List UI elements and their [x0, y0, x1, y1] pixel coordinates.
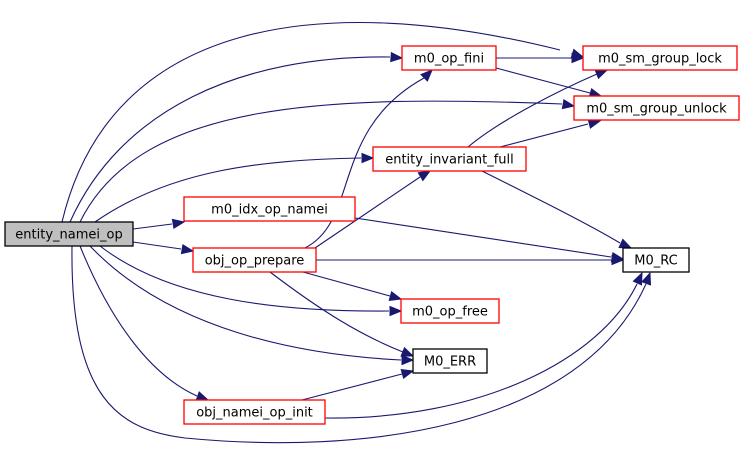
arrowhead-icon [571, 52, 585, 64]
edge-line [132, 241, 182, 250]
node-label: m0_sm_group_unlock [586, 102, 727, 117]
arrowhead-icon [171, 218, 186, 230]
edge-line [79, 245, 198, 397]
edge-entity_namei_op-to-m0_sm_group_unlock [79, 98, 576, 223]
node-m0_op_free[interactable]: m0_op_free [400, 298, 500, 324]
edge-line [302, 271, 391, 297]
edge-entity_namei_op-to-M0_ERR [89, 245, 415, 366]
arrowhead-icon [561, 98, 576, 110]
arrowhead-icon [400, 369, 415, 380]
edge-line [467, 73, 598, 148]
edge-entity_namei_op-to-m0_sm_group_lock [61, 22, 585, 223]
node-label: m0_sm_group_lock [598, 52, 722, 67]
arrowhead-icon [417, 170, 432, 182]
edge-m0_idx_op_namei-to-M0_RC [354, 217, 625, 263]
edge-line [495, 67, 591, 94]
edge-entity_namei_op-to-obj_namei_op_init [79, 245, 210, 402]
arrowhead-icon [641, 271, 652, 286]
node-box [573, 95, 740, 121]
arrowhead-icon [361, 152, 375, 164]
node-entity_invariant_full[interactable]: entity_invariant_full [372, 146, 527, 172]
edge-entity_namei_op-to-m0_idx_op_namei [132, 218, 186, 230]
node-label: obj_op_prepare [205, 254, 305, 269]
edge-line [132, 223, 173, 230]
edge-obj_op_prepare-to-m0_op_fini [304, 69, 433, 249]
edges-layer [61, 22, 652, 444]
node-M0_RC[interactable]: M0_RC [622, 247, 690, 273]
edge-obj_op_prepare-to-M0_RC [316, 254, 625, 266]
nodes-layer: entity_namei_op m0_op_fini m0_sm_group_loc… [4, 45, 740, 425]
node-label: entity_namei_op [15, 228, 122, 243]
edge-line [99, 245, 390, 312]
arrowhead-icon [195, 391, 210, 402]
edge-line [269, 271, 404, 353]
node-M0_ERR[interactable]: M0_ERR [412, 348, 488, 374]
edge-line [354, 217, 612, 258]
node-box [4, 221, 134, 247]
edge-entity_namei_op-to-entity_invariant_full [94, 152, 375, 223]
arrowhead-icon [611, 254, 625, 266]
node-label: m0_idx_op_namei [211, 203, 328, 218]
node-box [412, 348, 488, 374]
edge-line [301, 373, 403, 401]
node-box [401, 45, 497, 71]
arrowhead-icon [594, 69, 609, 80]
node-label: M0_ERR [424, 355, 476, 370]
edge-line [314, 176, 421, 249]
arrowhead-icon [390, 51, 404, 63]
edge-line [304, 77, 425, 249]
node-m0_idx_op_namei[interactable]: m0_idx_op_namei [183, 196, 356, 222]
edge-line [61, 22, 561, 223]
node-label: m0_op_fini [414, 52, 484, 67]
node-box [582, 45, 738, 71]
edge-line [481, 170, 621, 244]
edge-obj_op_prepare-to-entity_invariant_full [314, 170, 432, 249]
arrowhead-icon [632, 271, 643, 286]
edge-obj_namei_op_init-to-M0_ERR [301, 369, 415, 401]
node-obj_namei_op_init[interactable]: obj_namei_op_init [183, 399, 326, 425]
node-obj_op_prepare[interactable]: obj_op_prepare [192, 247, 317, 273]
edge-line [71, 245, 647, 444]
node-box [183, 399, 326, 425]
edge-line [89, 245, 402, 361]
node-m0_sm_group_lock[interactable]: m0_sm_group_lock [582, 45, 738, 71]
arrowhead-icon [420, 69, 433, 82]
edge-entity_invariant_full-to-m0_sm_group_unlock [499, 118, 602, 148]
node-box [372, 146, 527, 172]
edge-m0_op_fini-to-m0_sm_group_lock [496, 52, 585, 64]
node-box [622, 247, 690, 273]
arrowhead-icon [400, 346, 415, 357]
edge-line [324, 283, 638, 419]
edge-m0_op_fini-to-m0_sm_group_unlock [495, 67, 603, 98]
edge-line [499, 123, 589, 148]
edge-entity_invariant_full-to-M0_RC [481, 170, 633, 249]
edge-line [94, 157, 362, 223]
edge-obj_namei_op_init-to-M0_RC [324, 271, 643, 419]
node-label: m0_op_free [412, 305, 488, 320]
edge-entity_namei_op-to-M0_RC [71, 245, 652, 444]
node-box [192, 247, 317, 273]
arrowhead-icon [618, 238, 633, 249]
node-label: entity_invariant_full [385, 153, 514, 168]
edge-obj_op_prepare-to-M0_ERR [269, 271, 415, 357]
node-label: obj_namei_op_init [196, 406, 313, 421]
arrowhead-icon [180, 243, 195, 255]
node-box [183, 196, 356, 222]
arrowhead-icon [401, 354, 415, 366]
node-box [400, 298, 500, 324]
arrowhead-icon [388, 290, 403, 301]
edge-obj_op_prepare-to-m0_op_free [302, 271, 403, 301]
edge-line [69, 56, 391, 223]
node-entity_namei_op: entity_namei_op [4, 221, 134, 247]
edge-line [79, 100, 563, 223]
edge-entity_namei_op-to-m0_op_fini [69, 51, 404, 223]
arrowhead-icon [389, 305, 403, 317]
node-label: M0_RC [634, 254, 677, 269]
node-m0_sm_group_unlock[interactable]: m0_sm_group_unlock [573, 95, 740, 121]
edge-entity_namei_op-to-m0_op_free [99, 245, 403, 317]
node-m0_op_fini[interactable]: m0_op_fini [401, 45, 497, 71]
edge-entity_namei_op-to-obj_op_prepare [132, 241, 195, 255]
